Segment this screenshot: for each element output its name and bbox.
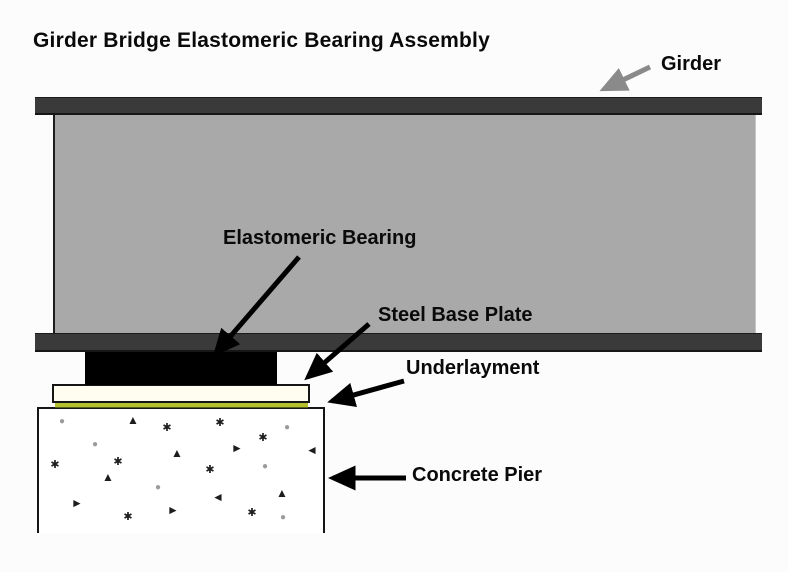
elastomeric-bearing-label: Elastomeric Bearing: [223, 227, 417, 249]
pier-aggregate-speckle-star: ✱: [258, 432, 268, 444]
girder-arrow: [599, 64, 652, 92]
concrete-pier-block: ● ▲ ✱ ✱ ✱ ● ● ▲ ► ◄ ✱ ✱ ▲ ✱ ● ● ▲ ◄ ► ► ✱ ✱ ●: [37, 407, 325, 533]
pier-aggregate-speckle-star: ✱: [50, 459, 60, 471]
concrete-pier-label: Concrete Pier: [412, 464, 543, 486]
underlayment-arrow: [327, 378, 405, 408]
pier-aggregate-speckle-up: ▲: [171, 446, 183, 460]
steel-base-plate-label: Steel Base Plate: [378, 304, 533, 326]
pier-aggregate-speckle-dot: ●: [91, 439, 99, 450]
pier-aggregate-speckle-left: ◄: [306, 443, 318, 457]
girder-top-flange: [35, 97, 762, 115]
pier-aggregate-speckle-star: ✱: [215, 417, 225, 429]
steel-base-plate-block: [52, 384, 310, 403]
pier-aggregate-speckle-dot: ●: [279, 512, 287, 523]
pier-aggregate-speckle-left: ◄: [212, 490, 224, 504]
pier-aggregate-speckle-star: ✱: [205, 464, 215, 476]
pier-aggregate-speckle-star: ✱: [247, 507, 257, 519]
diagram-title: Girder Bridge Elastomeric Bearing Assemb…: [33, 29, 490, 52]
underlayment-strip: [55, 403, 308, 408]
girder-web: [53, 115, 756, 333]
pier-aggregate-speckle-star: ✱: [123, 511, 133, 523]
pier-aggregate-speckle-right: ►: [71, 496, 83, 510]
pier-aggregate-speckle-dot: ●: [154, 482, 162, 493]
pier-aggregate-speckle-right: ►: [231, 441, 243, 455]
pier-aggregate-speckle-star: ✱: [162, 422, 172, 434]
pier-aggregate-speckle-star: ✱: [113, 456, 123, 468]
pier-aggregate-speckle-dot: ●: [58, 416, 66, 427]
pier-aggregate-speckle-right: ►: [167, 503, 179, 517]
pier-speckles: ● ▲ ✱ ✱ ✱ ● ● ▲ ► ◄ ✱ ✱ ▲ ✱ ● ● ▲ ◄ ► ► ✱ ✱ ●: [39, 409, 323, 533]
underlayment-label: Underlayment: [406, 357, 540, 379]
pier-aggregate-speckle-up: ▲: [276, 486, 288, 500]
girder-bottom-flange: [35, 333, 762, 352]
girder-label: Girder: [661, 53, 722, 75]
pier-aggregate-speckle-up: ▲: [102, 470, 114, 484]
elastomeric-bearing-block: [85, 352, 277, 385]
pier-aggregate-speckle-dot: ●: [261, 461, 269, 472]
pier-aggregate-speckle-up: ▲: [127, 413, 139, 427]
pier-aggregate-speckle-dot: ●: [283, 422, 291, 433]
